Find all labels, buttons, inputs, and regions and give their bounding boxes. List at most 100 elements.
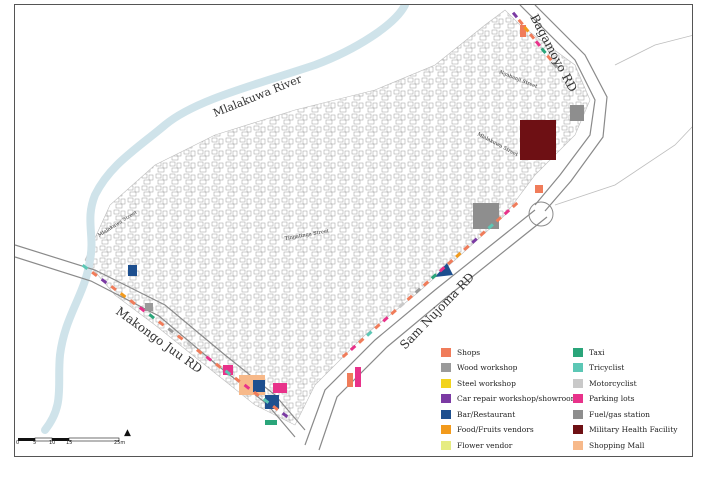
scale-tick-25m: 25m [114,440,126,446]
legend-swatch [441,347,451,357]
road-side-marker [374,323,381,330]
road-side-marker [138,306,146,313]
legend-label: Car repair workshop/showroom [457,394,578,403]
road-side-marker [196,348,203,355]
road-side-marker [511,11,519,19]
legend-swatch [441,409,451,419]
legend-item: Parking lots [573,393,635,405]
map-frame: Mlalakuwa River Bagamoyo RD Sam Nujoma R… [14,4,693,457]
road-side-marker [100,278,108,285]
road-side-marker [253,390,260,397]
road-side-marker [534,40,541,47]
road-side-marker [243,383,251,390]
legend-swatch [573,394,583,403]
road-side-marker [495,216,503,223]
legend-item: Shops [441,346,480,358]
road-side-marker [406,294,414,302]
road-side-marker [551,61,559,69]
legend-label: Shops [457,347,481,357]
road-side-marker [479,230,486,237]
legend-item: Shopping Mall [573,439,644,451]
road-side-marker [186,341,194,348]
legend-item: Car repair workshop/showroom [441,393,578,405]
legend-item: Bar/Restaurant [441,408,515,420]
legend-label: Bar/Restaurant [457,409,516,419]
road-side-marker [157,320,165,327]
bar-restaurant-marker [265,395,279,409]
military-health-facility-marker [520,120,556,160]
legend-label: Food/Fruits vendors [457,425,534,434]
road-side-marker [455,251,462,259]
scale-tick-0: 0 [16,440,20,446]
legend-swatch [441,363,451,372]
legend-item: Food/Fruits vendors [441,424,534,436]
legend-item: Wood workshop [441,362,517,374]
road-side-marker [487,223,494,230]
shop-marker [520,25,526,37]
legend-swatch [573,347,583,357]
mlalakuwa-river [41,5,409,434]
legend-label: Taxi [589,347,605,357]
road-side-marker [349,344,357,352]
legend-item: Military Health Facility [573,424,677,436]
legend-swatch [441,394,451,403]
road-side-marker [430,273,438,280]
legend-label: Steel workshop [457,378,516,388]
legend-item: Flower vendor [441,439,512,451]
road-side-marker [341,351,349,359]
legend-swatch [573,440,583,450]
road-side-marker [234,376,241,383]
road-side-marker [224,369,232,376]
road-side-marker [110,285,117,292]
road-side-marker [176,334,184,341]
road-side-marker [129,299,136,306]
legend-label: Wood workshop [457,363,518,372]
road-side-marker [272,404,279,412]
legend-swatch [573,378,583,388]
road-side-marker [414,287,422,294]
parking-lot-marker [355,367,361,387]
legend-label: Parking lots [589,394,635,403]
road-side-marker [546,54,553,62]
fuel-station-marker [473,203,499,229]
bagamoyo-road [519,5,596,206]
road-side-marker [357,337,365,344]
wood-workshop-marker [145,303,153,311]
road-side-marker [167,327,174,334]
scale-bar: 0 5 10 15 25m ▲ [16,428,134,454]
legend-label: Motorcyclist [589,378,637,388]
road-side-marker [422,280,430,287]
road-side-marker [511,201,519,209]
road-side-marker [262,397,270,404]
bar-restaurant-marker [128,265,137,276]
legend-label: Flower vendor [457,440,513,450]
map-canvas: Mlalakuwa River Bagamoyo RD Sam Nujoma R… [15,5,692,451]
legend-item: Motorcyclist [573,377,637,389]
legend-label: Shopping Mall [589,440,645,450]
road-side-marker [540,47,547,54]
road-side-marker [205,355,213,362]
makongo-juu-road [15,244,306,431]
fuel-station-marker [570,105,584,121]
road-side-marker [529,33,536,40]
legend-item: Taxi [573,346,605,358]
legend-item: Tricyclist [573,362,624,374]
bar-restaurant-marker [253,380,265,392]
legend-item: Fuel/gas station [573,408,650,420]
road-side-marker [91,270,98,278]
shop-marker [347,373,353,387]
land-use-markers [128,25,584,425]
shop-marker [535,185,543,193]
road-side-marker [81,263,89,271]
legend-item: Steel workshop [441,377,516,389]
road-side-marker [390,308,397,316]
road-side-marker [281,411,289,419]
road-side-marker [446,258,454,266]
road-side-marker [471,237,478,244]
legend-swatch [573,409,583,419]
road-side-markers [81,11,559,419]
road-side-marker [438,266,446,273]
north-arrow-icon: ▲ [124,428,131,438]
road-side-marker [366,330,373,337]
roundabout [528,201,554,227]
